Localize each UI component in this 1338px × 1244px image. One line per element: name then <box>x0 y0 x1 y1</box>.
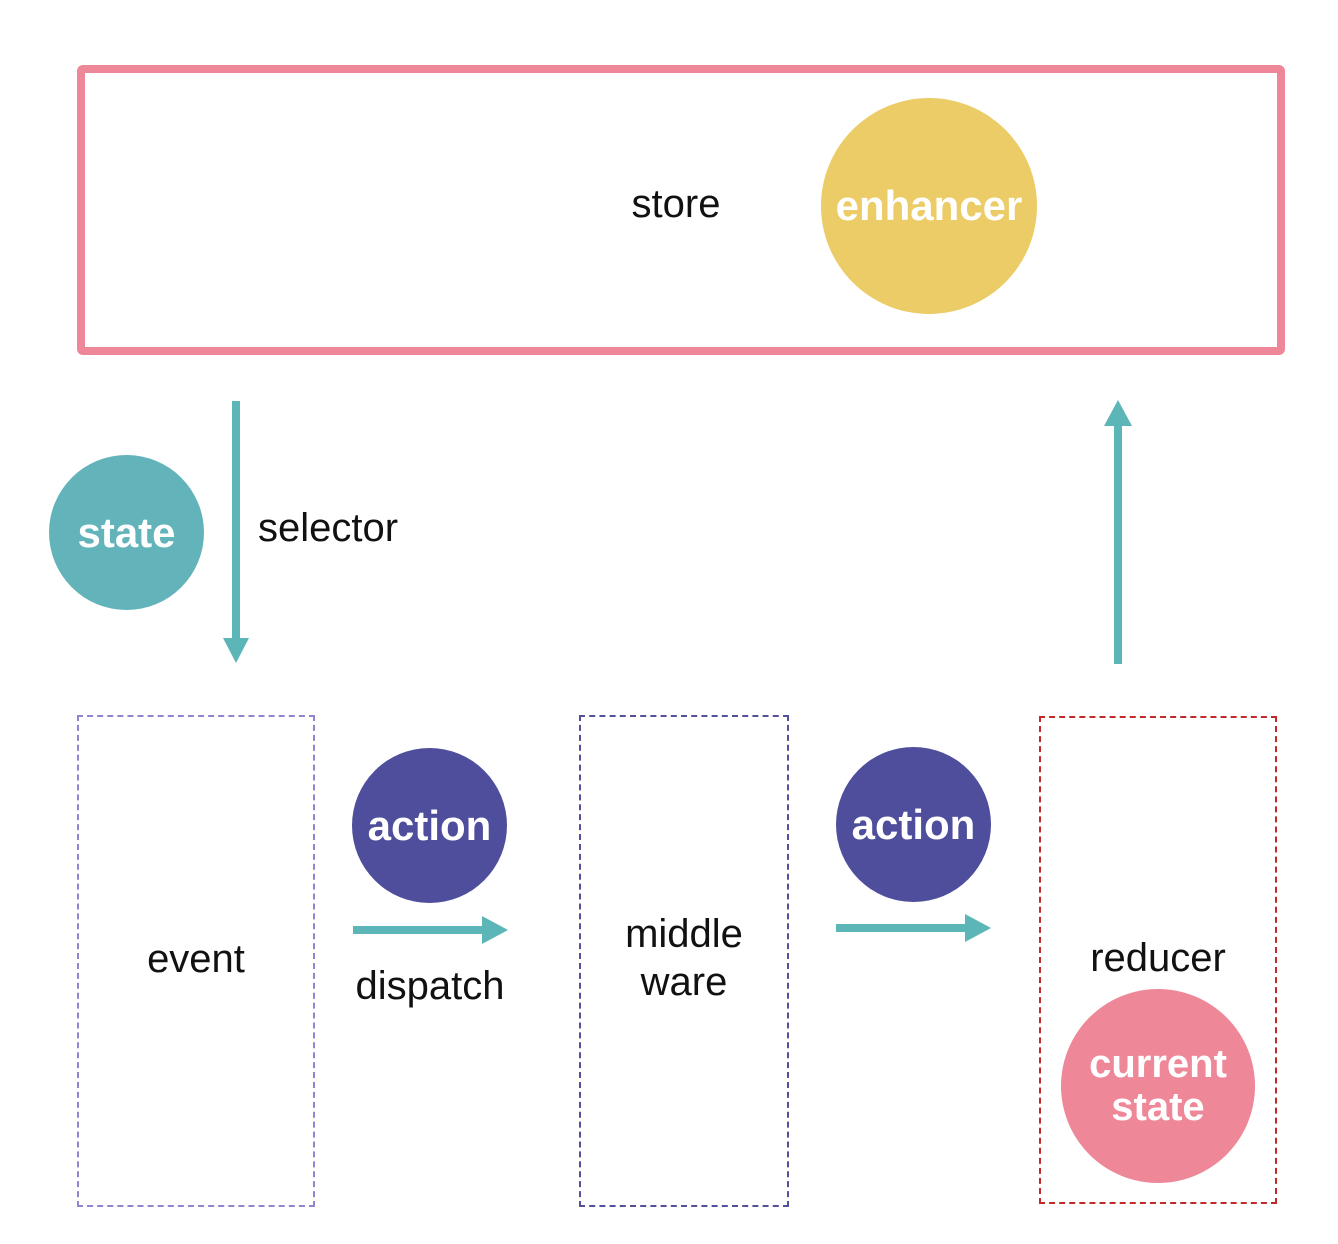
action-circle-middleware: action <box>836 747 991 902</box>
current-state-label-line2: state <box>1111 1085 1205 1129</box>
selector-arrow <box>223 401 249 663</box>
middleware-label-line2: ware <box>640 960 728 1004</box>
store-label: store <box>631 182 721 226</box>
reducer-box <box>1039 716 1277 1204</box>
middleware-label-line1: middle <box>625 912 743 956</box>
dispatch-label: dispatch <box>355 964 505 1008</box>
middleware-arrow <box>836 914 991 942</box>
action-circle-dispatch: action <box>352 748 507 903</box>
enhancer-circle: enhancer <box>821 98 1037 314</box>
dispatch-arrow <box>353 916 508 944</box>
action-label-middleware: action <box>851 800 976 848</box>
middleware-label: middle ware <box>584 910 784 1006</box>
reducer-label: reducer <box>1090 936 1226 980</box>
middleware-box <box>579 715 789 1207</box>
event-box <box>77 715 315 1207</box>
current-state-label-line1: current <box>1089 1041 1227 1086</box>
enhancer-label: enhancer <box>835 182 1023 230</box>
state-label: state <box>77 508 176 556</box>
current-state-circle: current state <box>1061 989 1255 1183</box>
action-label-dispatch: action <box>367 801 492 849</box>
state-circle: state <box>49 455 204 610</box>
selector-label: selector <box>258 506 399 550</box>
store-box <box>77 65 1285 355</box>
reducer-to-store-arrow <box>1104 400 1132 664</box>
event-label: event <box>147 937 245 981</box>
